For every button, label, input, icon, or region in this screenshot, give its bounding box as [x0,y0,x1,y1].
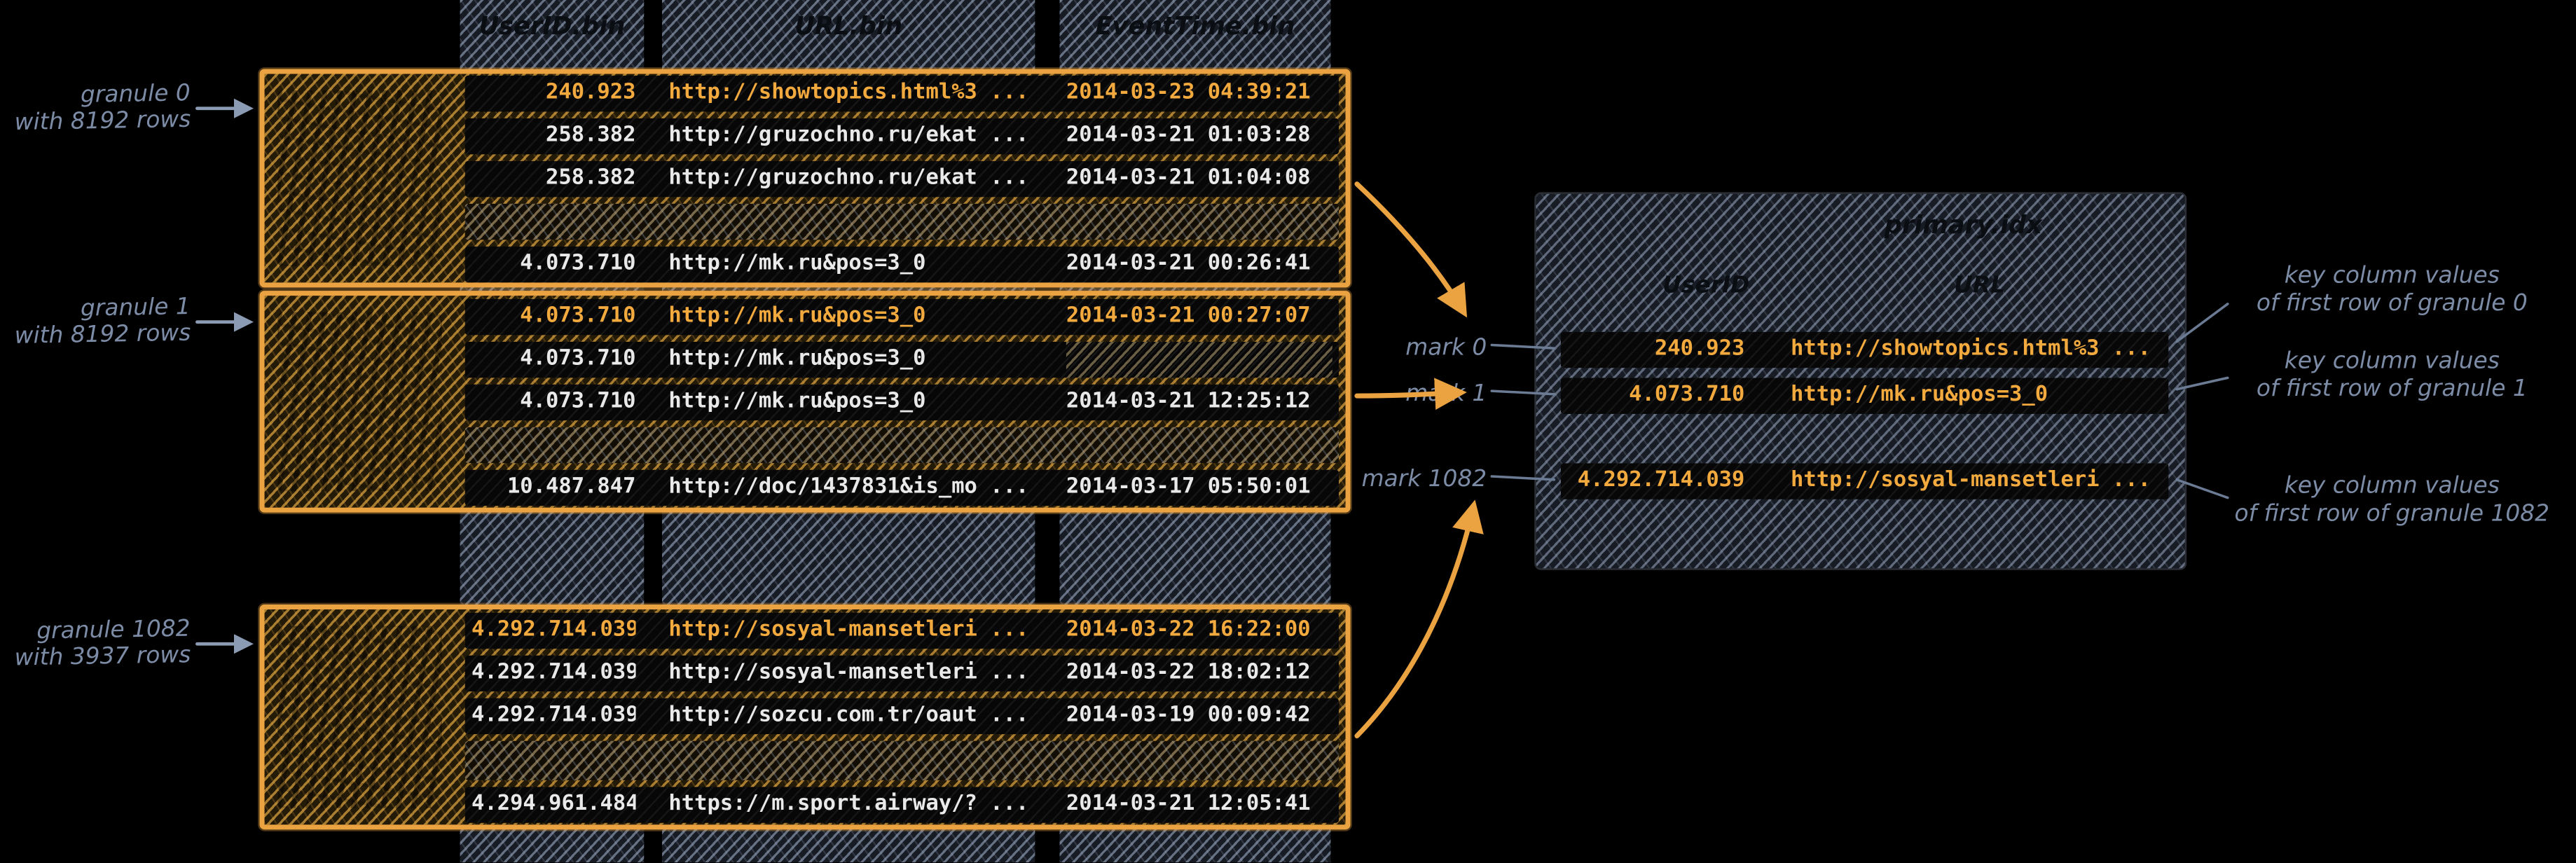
cell-event-time: 2014-03-21 00:27:07 [1066,303,1311,329]
granule-block-1082: 4.292.714.039 http://sosyal-mansetleri .… [259,604,1351,830]
elided-rows-filler [464,740,1339,780]
elided-rows-filler [464,203,1339,240]
column-header-eventtime-bin: EventTime.bin [1095,11,1295,41]
table-row: 4.292.714.039 http://sosyal-mansetleri .… [464,612,1339,649]
granule-label-line: granule 1082 [36,616,191,645]
primary-index-title: primary.idx [1884,210,2042,240]
index-column-header-userid: UserID [1662,272,1750,299]
annotation-line: of first row of granule 0 [2256,291,2528,317]
table-row: 240.923 http://showtopics.html%3 ... 201… [464,75,1339,112]
cell-url: http://mk.ru&pos=3_0 [1791,382,2048,408]
cell-url: http://mk.ru&pos=3_0 [668,346,926,371]
cell-user-id: 258.382 [546,165,636,191]
annotation-line: of first row of granule 1082 [2234,501,2550,527]
cell-user-id: 4.292.714.039 [1577,468,1745,493]
cell-event-time: 2014-03-21 12:05:41 [1066,792,1311,817]
cell-user-id: 4.073.710 [520,389,636,414]
mark-label-1: mark 1 [1405,381,1487,408]
column-header-userid-bin: UserID.bin [478,11,626,41]
table-row: 4.073.710 http://mk.ru&pos=3_0 2014-03-2… [464,298,1339,336]
granule-block-1: 4.073.710 http://mk.ru&pos=3_0 2014-03-2… [259,291,1351,513]
cell-event-time [1066,341,1332,378]
cell-url: http://sosyal-mansetleri ... [668,660,1029,685]
cell-user-id: 4.292.714.039 [471,703,636,728]
annotation-granule1: key column values of first row of granul… [2215,348,2570,404]
arrow-granule0-to-mark0 [1354,181,1468,318]
index-column-header-url: URL [1954,272,2006,299]
cell-url: http://showtopics.html%3 ... [668,80,1029,106]
granule-label: granule 0 with 8192 rows [13,81,191,136]
cell-user-id: 240.923 [546,80,636,106]
annotation-line: of first row of granule 1 [2256,376,2528,403]
cell-user-id: 4.294.961.484 [471,792,636,817]
table-row: 4.292.714.039 http://sosyal-mansetleri .… [464,655,1339,692]
arrow-granule1082-to-mark1082 [1354,499,1484,739]
cell-url: http://mk.ru&pos=3_0 [668,389,926,414]
mark-label-1082: mark 1082 [1361,466,1487,493]
cell-event-time: 2014-03-21 01:04:08 [1066,165,1311,191]
annotation-line: key column values [2284,348,2500,375]
granule-label-line: granule 1 [80,294,191,323]
granule-label: granule 1082 with 3937 rows [13,616,191,672]
cell-event-time: 2014-03-22 18:02:12 [1066,660,1311,685]
cell-url: http://mk.ru&pos=3_0 [668,251,926,276]
cell-event-time: 2014-03-21 01:03:28 [1066,123,1311,149]
table-row: 258.382 http://gruzochno.ru/ekat ... 201… [464,118,1339,155]
table-row: 4.073.710 http://mk.ru&pos=3_0 2014-03-2… [464,246,1339,283]
cell-url: http://sosyal-mansetleri ... [668,617,1029,642]
cell-event-time: 2014-03-21 00:26:41 [1066,251,1311,276]
mark-row-1082: 4.292.714.039 http://sosyal-mansetleri .… [1560,463,2169,499]
cell-event-time: 2014-03-17 05:50:01 [1066,474,1311,499]
table-row: 258.382 http://gruzochno.ru/ekat ... 201… [464,160,1339,198]
cell-url: http://showtopics.html%3 ... [1791,336,2151,361]
cell-url: http://sozcu.com.tr/oaut ... [668,703,1029,728]
cell-user-id: 4.073.710 [1629,382,1745,408]
cell-url: http://doc/1437831&is_mo ... [668,474,1029,499]
cell-user-id: 4.073.710 [520,346,636,371]
table-row: 4.073.710 http://mk.ru&pos=3_0 2014-03-2… [464,384,1339,421]
granule-label-line: with 8192 rows [14,106,191,137]
compressed-data-scribble [277,90,442,266]
cell-event-time: 2014-03-19 00:09:42 [1066,703,1311,728]
column-header-url-bin: URL.bin [794,11,903,41]
cell-event-time: 2014-03-23 04:39:21 [1066,80,1311,106]
compressed-data-scribble [277,312,442,492]
annotation-line: key column values [2284,473,2500,499]
cell-user-id: 240.923 [1654,336,1745,361]
cell-user-id: 4.292.714.039 [471,660,636,685]
table-row: 10.487.847 http://doc/1437831&is_mo ... … [464,469,1339,506]
cell-event-time: 2014-03-22 16:22:00 [1066,617,1311,642]
granule-label-line: granule 0 [80,81,191,109]
table-row: 4.292.714.039 http://sozcu.com.tr/oaut .… [464,698,1339,735]
granule-label-line: with 3937 rows [14,642,191,672]
granule-label-line: with 8192 rows [14,320,191,350]
cell-url: https://m.sport.airway/? ... [668,792,1029,817]
annotation-line: key column values [2284,263,2500,289]
table-row: 4.294.961.484 https://m.sport.airway/? .… [464,787,1339,823]
mark-row-1: 4.073.710 http://mk.ru&pos=3_0 [1560,378,2169,414]
cell-user-id: 10.487.847 [507,474,636,499]
mark-label-0: mark 0 [1405,335,1487,361]
cell-url: http://mk.ru&pos=3_0 [668,303,926,329]
cell-user-id: 4.073.710 [520,303,636,329]
primary-index-block: primary.idx UserID URL 240.923 http://sh… [1536,193,2185,569]
cell-url: http://sosyal-mansetleri ... [1791,468,2151,493]
cell-user-id: 4.292.714.039 [471,617,636,642]
mark-row-0: 240.923 http://showtopics.html%3 ... [1560,331,2169,368]
cell-url: http://gruzochno.ru/ekat ... [668,165,1029,191]
cell-url: http://gruzochno.ru/ekat ... [668,123,1029,149]
cell-user-id: 4.073.710 [520,251,636,276]
compressed-data-scribble [277,626,442,808]
granule-block-0: 240.923 http://showtopics.html%3 ... 201… [259,69,1351,288]
granule-label: granule 1 with 8192 rows [13,294,191,350]
table-row: 4.073.710 http://mk.ru&pos=3_0 [464,341,1339,378]
annotation-granule0: key column values of first row of granul… [2215,263,2570,319]
annotation-granule1082: key column values of first row of granul… [2215,473,2570,529]
cell-event-time: 2014-03-21 12:25:12 [1066,389,1311,414]
cell-user-id: 258.382 [546,123,636,149]
elided-rows-filler [464,427,1339,464]
